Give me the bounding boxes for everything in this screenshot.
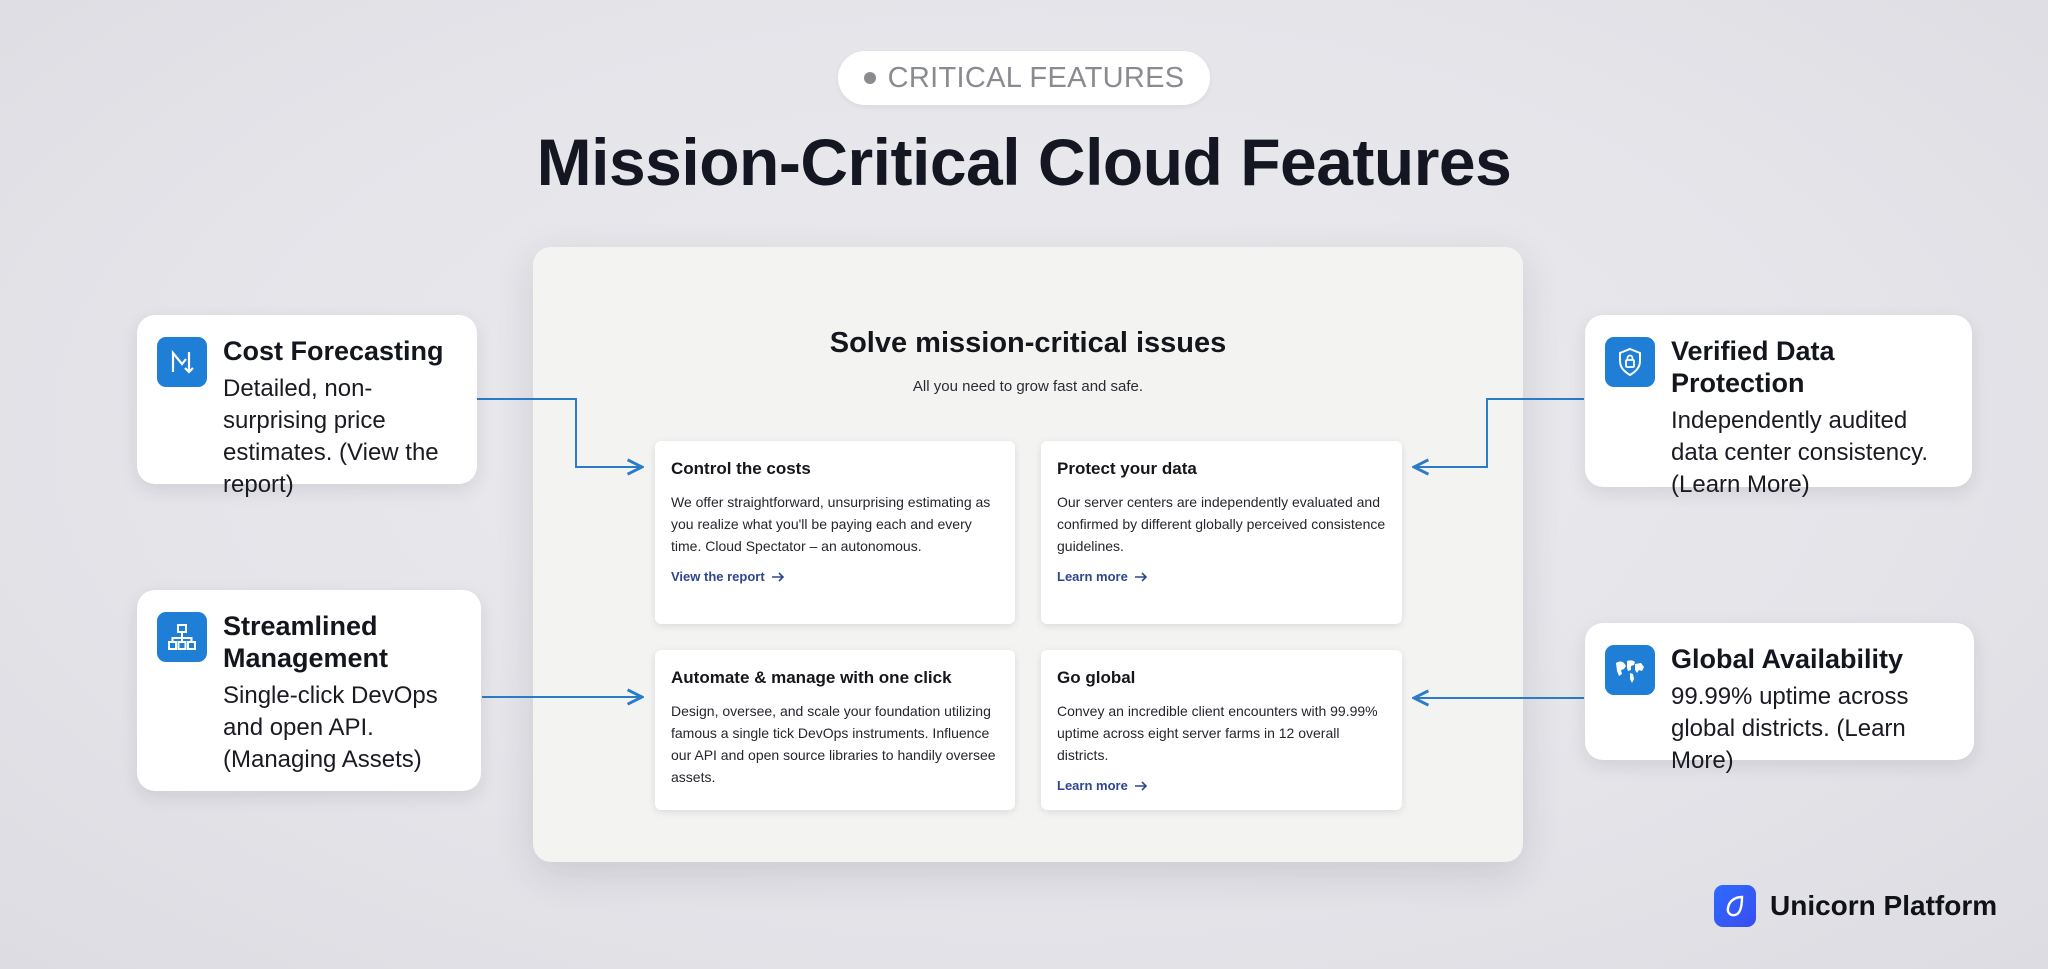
- eyebrow-badge: CRITICAL FEATURES: [838, 51, 1210, 105]
- callout-body: Independently audited data center consis…: [1671, 407, 1929, 498]
- page-title: Mission-Critical Cloud Features: [536, 125, 1512, 199]
- callout-title: Streamlined Management: [223, 611, 389, 673]
- card-automate: Automate & manage with one click Design,…: [655, 650, 1015, 810]
- card-body: Design, oversee, and scale your foundati…: [671, 703, 996, 785]
- card-body: Our server centers are independently eva…: [1057, 494, 1386, 554]
- callout-streamlined-management: Streamlined Management Single-click DevO…: [137, 590, 481, 791]
- card-body: We offer straightforward, unsurprising e…: [671, 494, 991, 554]
- callout-global-availability: Global Availability 99.99% uptime across…: [1585, 623, 1974, 774]
- shield-lock-icon: [1605, 337, 1655, 387]
- dot-icon: [863, 72, 876, 84]
- callout-verified-data-protection: Verified Data Protection Independently a…: [1585, 315, 1972, 498]
- arrow-right-icon: [1134, 571, 1147, 582]
- card-title: Control the costs: [671, 459, 811, 478]
- link-label: View the report: [671, 569, 765, 584]
- callout-title: Cost Forecasting: [223, 336, 444, 366]
- callout-body: 99.99% uptime across global districts. (…: [1671, 683, 1909, 774]
- view-report-link[interactable]: View the report: [671, 569, 785, 584]
- panel-title: Solve mission-critical issues: [829, 327, 1227, 359]
- arrow-right-icon: [771, 571, 784, 582]
- panel-subtitle: All you need to grow fast and safe.: [912, 378, 1144, 395]
- world-map-icon: [1605, 645, 1655, 695]
- arrow-right-icon: [1134, 780, 1147, 791]
- card-go-global: Go global Convey an incredible client en…: [1041, 650, 1402, 810]
- card-protect-data: Protect your data Our server centers are…: [1041, 441, 1402, 624]
- callout-title: Verified Data Protection: [1671, 336, 1835, 398]
- unicorn-logo-icon: [1714, 885, 1756, 927]
- card-title: Automate & manage with one click: [671, 668, 952, 687]
- link-label: Learn more: [1057, 569, 1128, 584]
- learn-more-link[interactable]: Learn more: [1057, 778, 1148, 793]
- eyebrow-label: CRITICAL FEATURES: [887, 61, 1185, 94]
- learn-more-link[interactable]: Learn more: [1057, 569, 1148, 584]
- link-label: Learn more: [1057, 778, 1128, 793]
- callout-title: Global Availability: [1671, 644, 1904, 674]
- brand-logo[interactable]: Unicorn Platform: [1714, 885, 1997, 927]
- connector-protection: [1414, 398, 1584, 467]
- brand-name: Unicorn Platform: [1770, 890, 1998, 921]
- hierarchy-icon: [157, 612, 207, 662]
- callout-cost-forecasting: Cost Forecasting Detailed, non-surprisin…: [137, 315, 477, 498]
- connector-cost: [476, 398, 642, 467]
- card-title: Protect your data: [1057, 459, 1197, 478]
- callout-body: Detailed, non-surprising price estimates…: [223, 375, 439, 498]
- callout-body: Single-click DevOps and open API. (Manag…: [223, 682, 438, 773]
- card-control-costs: Control the costs We offer straightforwa…: [655, 441, 1015, 624]
- chart-arrows-icon: [157, 337, 207, 387]
- card-title: Go global: [1057, 668, 1136, 687]
- card-body: Convey an incredible client encounters w…: [1057, 703, 1378, 763]
